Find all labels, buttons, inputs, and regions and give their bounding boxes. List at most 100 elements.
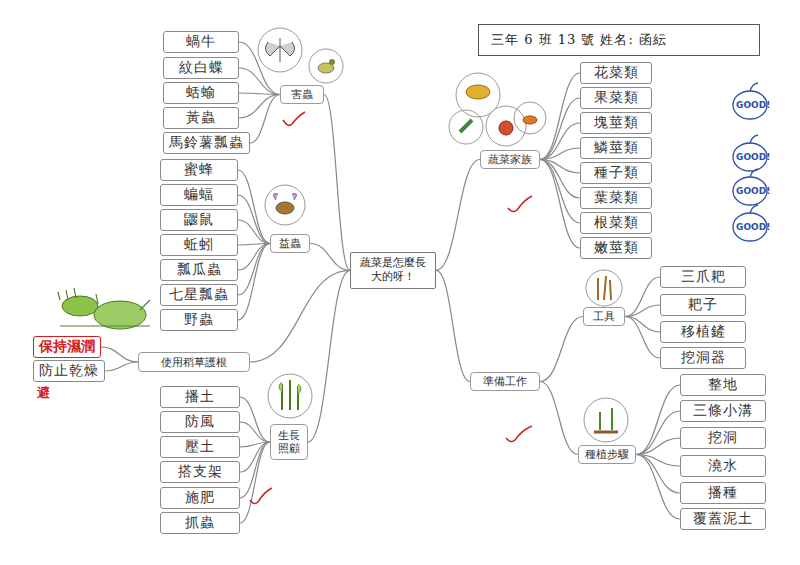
leaf-box: 野蟲 xyxy=(160,309,238,331)
branch-connector xyxy=(625,305,660,317)
node-text: 整地 xyxy=(708,376,738,394)
branch-connector xyxy=(636,438,680,455)
branch-connector xyxy=(540,98,580,160)
branch-connector xyxy=(238,244,270,321)
branch-connector xyxy=(238,244,270,271)
leaf-box: 花菜類 xyxy=(580,62,652,84)
leaf-box: 三爪耙 xyxy=(660,266,746,288)
branch-connector xyxy=(105,362,138,371)
branch-topic-box: 準備工作 xyxy=(470,372,540,391)
node-text: 塊莖類 xyxy=(594,114,639,132)
leaf-box: 蜜蜂 xyxy=(160,159,238,181)
leaf-box: 鱗莖類 xyxy=(580,137,652,159)
leaf-box: 黃蟲 xyxy=(163,107,239,129)
node-text: 抓蟲 xyxy=(185,514,215,532)
branch-connector xyxy=(540,160,580,249)
leaf-box: 移植鏟 xyxy=(660,321,746,343)
name-header-box: 三年 6 班 13 號 姓名: 函紜 xyxy=(478,24,760,56)
highlighted-leaf-box: 保持濕潤 xyxy=(33,336,101,358)
leaf-box: 整地 xyxy=(680,374,766,396)
node-text: 壓土 xyxy=(185,438,215,456)
branch-connector xyxy=(240,442,270,523)
node-text: 害蟲 xyxy=(291,87,313,102)
node-text: 耙子 xyxy=(688,296,718,314)
branch-connector xyxy=(238,244,270,296)
node-text: 使用稻草護根 xyxy=(161,355,227,370)
leaf-box: 七星瓢蟲 xyxy=(160,284,238,306)
leaf-box: 蛞蝓 xyxy=(163,82,239,104)
leaf-box: 澆水 xyxy=(680,455,766,477)
branch-connector xyxy=(250,95,280,144)
node-text: 生長照顧 xyxy=(275,429,303,455)
tool-illustration xyxy=(586,270,622,306)
branch-connector xyxy=(310,244,350,271)
node-text: 蔬菜是怎麼長大的呀！ xyxy=(355,256,431,285)
branch-connector xyxy=(239,93,280,95)
node-text: 七星瓢蟲 xyxy=(169,286,229,304)
branch-topic-box: 生長照顧 xyxy=(270,424,308,460)
check-mark xyxy=(250,112,532,504)
branch-connector xyxy=(636,385,680,455)
branch-connector xyxy=(636,455,680,520)
branch-connector xyxy=(250,270,350,362)
branch-connector xyxy=(436,160,480,271)
branch-connector xyxy=(540,123,580,160)
node-text: 種植步驟 xyxy=(585,447,629,462)
node-text: 果菜類 xyxy=(594,89,639,107)
branch-topic-box: 害蟲 xyxy=(280,85,324,104)
branch-connector xyxy=(625,317,660,359)
node-text: 播種 xyxy=(708,484,738,502)
branch-connector xyxy=(239,68,280,95)
node-text: 黃蟲 xyxy=(186,109,216,127)
node-text: 保持濕潤 xyxy=(39,338,95,356)
node-text: 三年 6 班 13 號 姓名: 函紜 xyxy=(491,31,667,49)
planting-illustration xyxy=(584,398,628,442)
branch-connector xyxy=(636,411,680,455)
node-text: 三條小溝 xyxy=(693,402,753,420)
node-text: 播土 xyxy=(185,388,215,406)
pest-illustration xyxy=(258,28,343,83)
node-text: 準備工作 xyxy=(483,374,527,389)
node-text: 蔬菜家族 xyxy=(488,152,532,167)
leaf-box: 紋白蝶 xyxy=(163,57,239,79)
node-text: 馬鈴薯瓢蟲 xyxy=(169,134,244,152)
branch-connector xyxy=(540,317,583,382)
node-text: 移植鏟 xyxy=(681,323,726,341)
stamp-text: GOOD! xyxy=(736,152,770,162)
care-illustration xyxy=(268,374,312,418)
leaf-box: 播種 xyxy=(680,482,766,504)
node-text: 鼴鼠 xyxy=(184,211,214,229)
node-text: 澆水 xyxy=(708,457,738,475)
leaf-box: 蚯蚓 xyxy=(160,234,238,256)
branch-connector xyxy=(240,442,270,472)
leaf-box: 蝸牛 xyxy=(163,31,239,53)
correction-note: 避 xyxy=(37,384,50,402)
leaf-box: 壓土 xyxy=(160,436,240,458)
node-text: 蝙蝠 xyxy=(184,186,214,204)
stamp-text: GOOD! xyxy=(736,186,770,196)
branch-topic-box: 工具 xyxy=(583,307,625,326)
branch-connector xyxy=(240,422,270,442)
leaf-box: 蝙蝠 xyxy=(160,184,238,206)
node-text: 挖洞 xyxy=(708,429,738,447)
vegetable-illustration xyxy=(449,73,546,146)
central-topic-box: 蔬菜是怎麼長大的呀！ xyxy=(350,252,436,289)
leaf-box: 果菜類 xyxy=(580,87,652,109)
leaf-box: 施肥 xyxy=(160,487,240,509)
beneficial-illustration xyxy=(265,185,305,225)
leaf-box: 防止乾燥 xyxy=(33,360,105,382)
node-text: 挖洞器 xyxy=(681,349,726,367)
node-text: 工具 xyxy=(593,309,615,324)
leaf-box: 播土 xyxy=(160,386,240,408)
leaf-box: 瓢瓜蟲 xyxy=(160,259,238,281)
node-text: 根菜類 xyxy=(594,214,639,232)
leaf-box: 抓蟲 xyxy=(160,512,240,534)
node-text: 蚯蚓 xyxy=(184,236,214,254)
node-text: 鱗莖類 xyxy=(594,139,639,157)
stamp-text: GOOD! xyxy=(736,100,770,110)
branch-connector xyxy=(101,347,138,362)
node-text: 種子類 xyxy=(594,164,639,182)
branch-connector xyxy=(540,148,580,160)
node-text: 葉菜類 xyxy=(594,189,639,207)
